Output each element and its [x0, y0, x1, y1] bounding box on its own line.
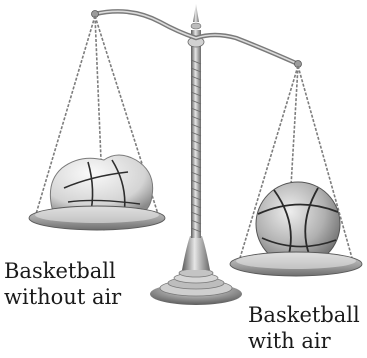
left-caption-line1: Basketball — [4, 258, 121, 284]
right-caption: Basketball with air — [248, 302, 360, 354]
left-pan — [29, 206, 165, 230]
right-pan — [230, 252, 362, 276]
left-caption-line2: without air — [4, 284, 121, 310]
scale-base — [150, 236, 242, 305]
right-caption-line1: Basketball — [248, 302, 360, 328]
left-caption: Basketball without air — [4, 258, 121, 310]
right-caption-line2: with air — [248, 328, 360, 354]
